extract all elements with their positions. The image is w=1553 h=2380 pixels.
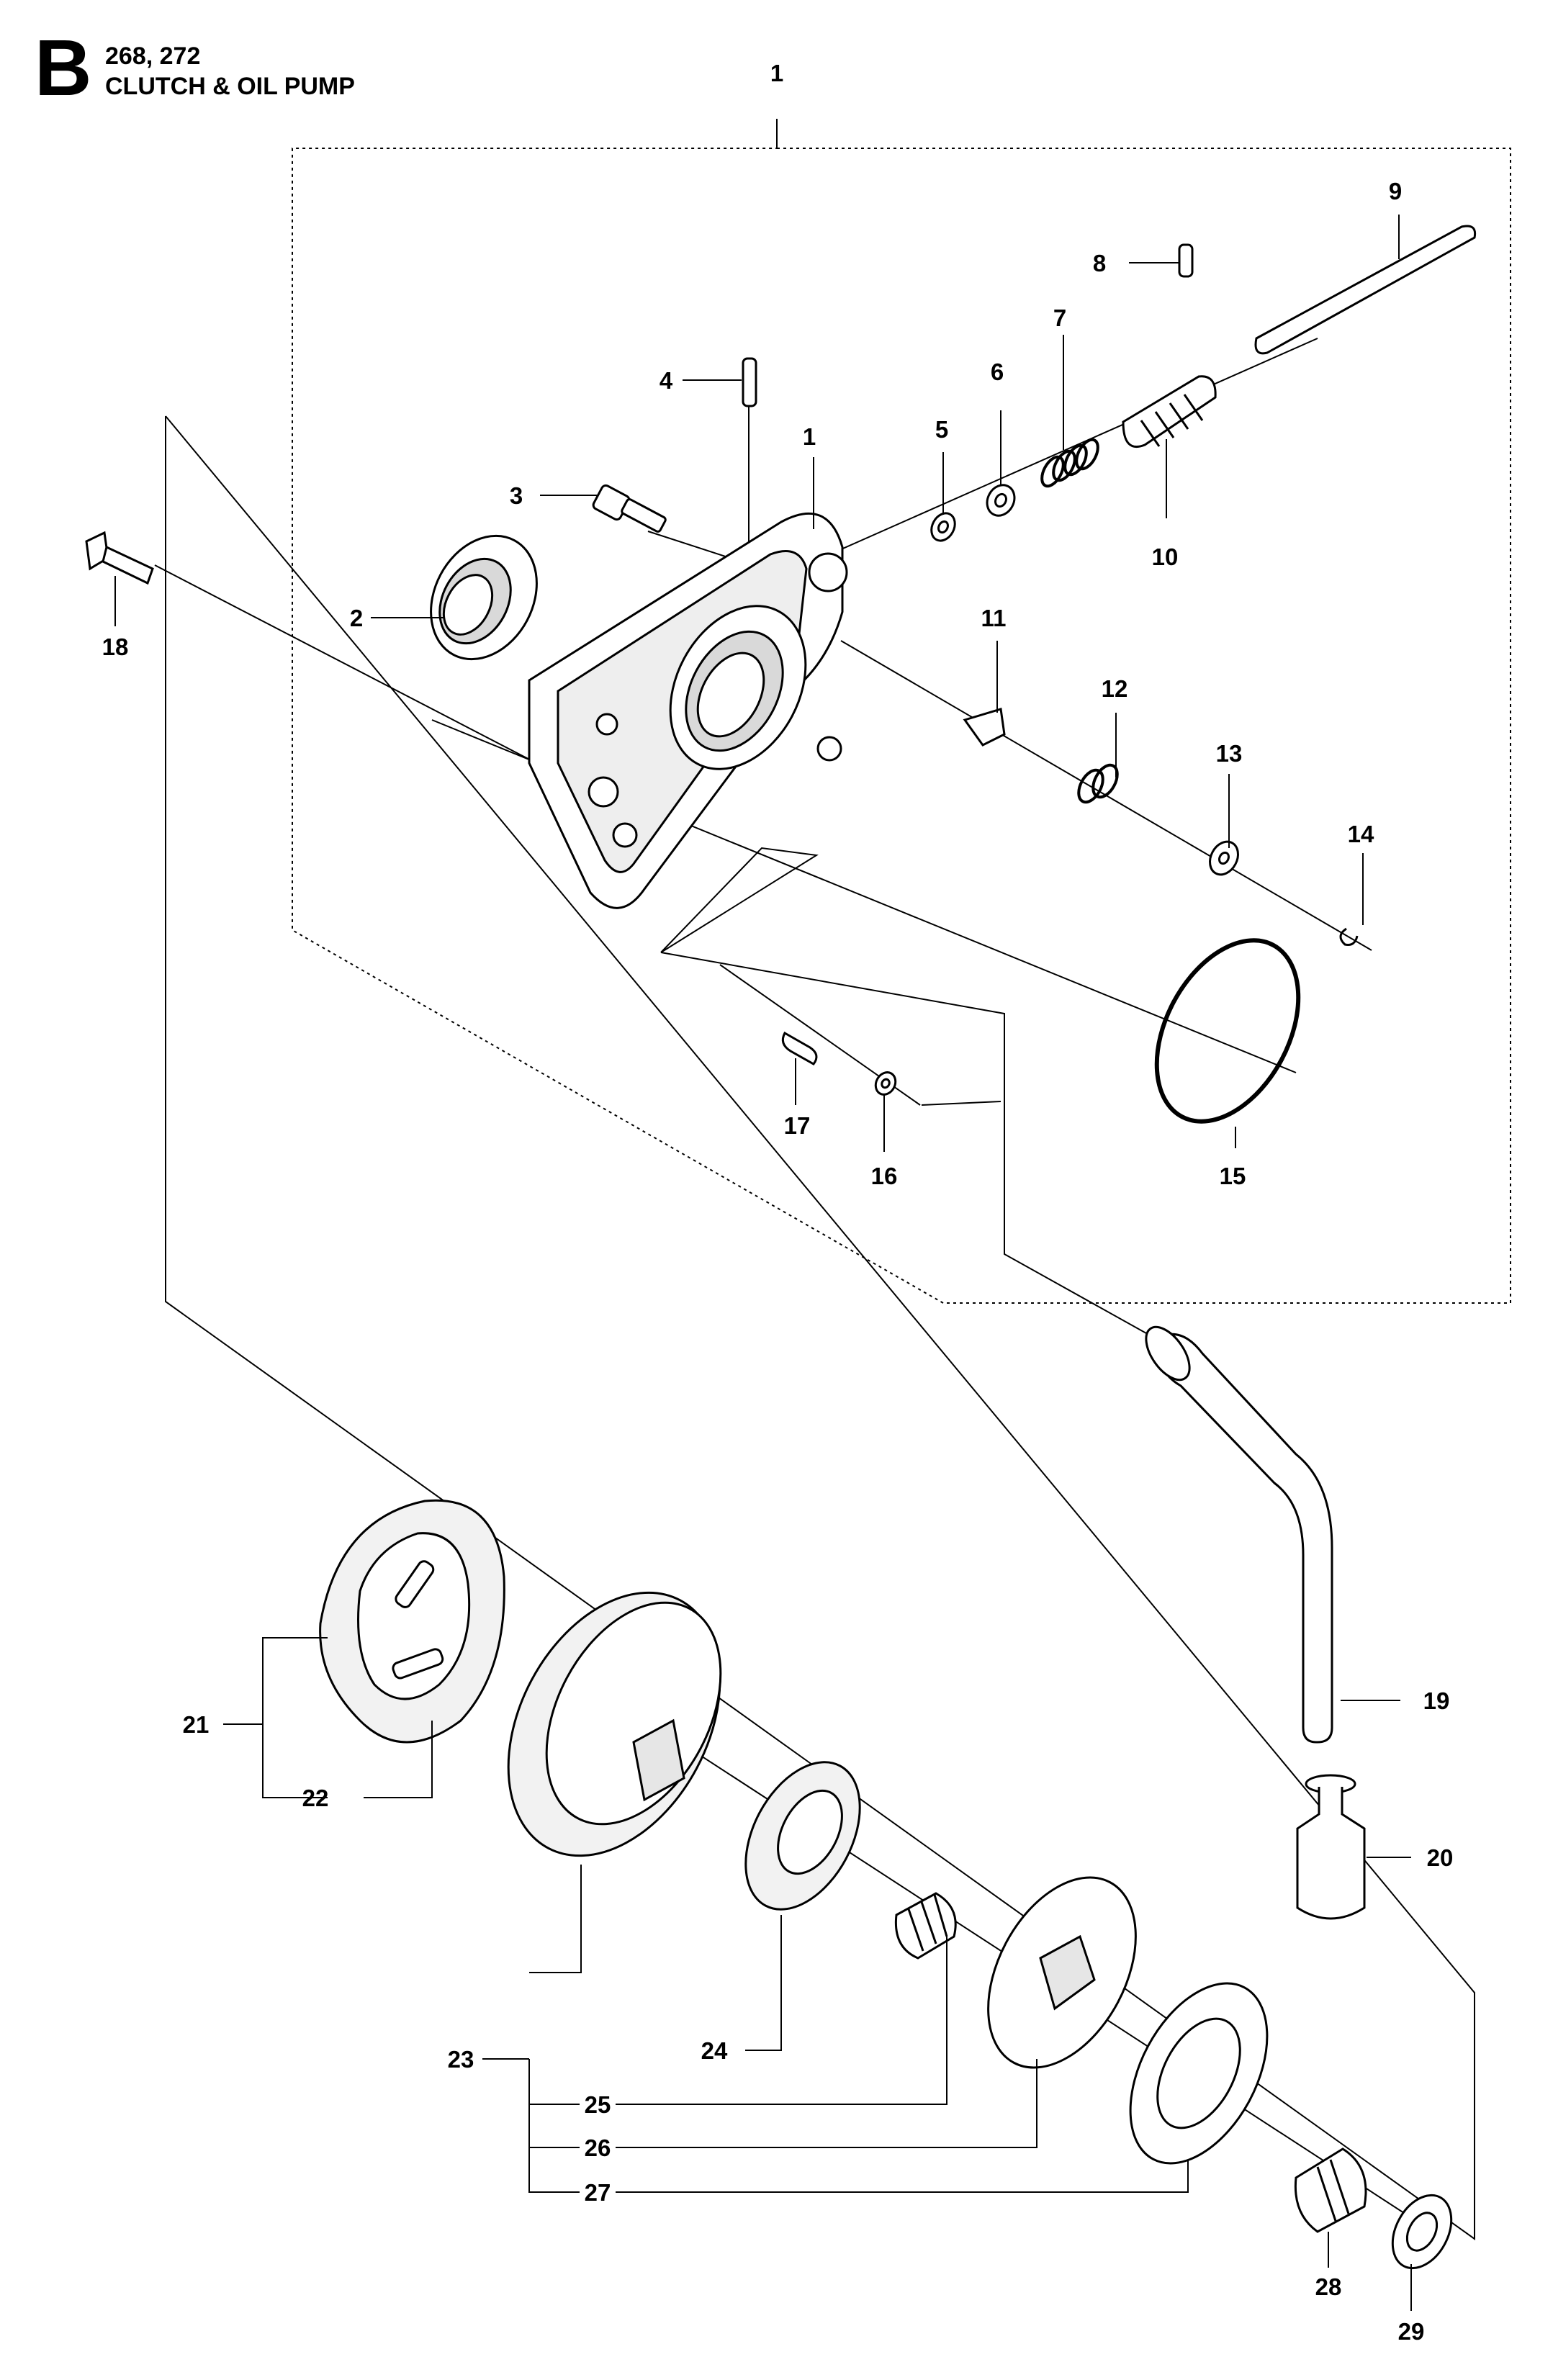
part-26-washer-plate [987, 1876, 1137, 2069]
part-17-sleeve [781, 1031, 818, 1065]
part-18-bolt [85, 531, 154, 585]
part-6-washer [986, 484, 1016, 517]
reference-frame [165, 415, 1475, 2240]
callout-23: 23 [448, 2046, 474, 2073]
part-27-spacer-disc [1129, 1982, 1269, 2165]
section-letter: B [35, 24, 92, 112]
part-24-rim-sprocket [744, 1761, 861, 1911]
callout-20: 20 [1427, 1844, 1454, 1871]
callout-4: 4 [660, 367, 673, 394]
callout-14: 14 [1348, 821, 1374, 847]
part-28-worm-gear [1294, 2147, 1367, 2233]
part-19-oil-hose [1145, 1325, 1333, 1744]
callout-13: 13 [1216, 740, 1243, 767]
part-25-needle-bearing [894, 1892, 957, 1960]
part-9-shaft [1254, 225, 1477, 355]
part-20-strainer [1296, 1774, 1366, 1920]
callout-7: 7 [1053, 305, 1066, 331]
leader-lines [114, 215, 1412, 2311]
callout-24: 24 [701, 2037, 728, 2064]
callout-21: 21 [183, 1711, 210, 1738]
callout-17: 17 [784, 1112, 811, 1139]
part-8-pin [1178, 243, 1194, 278]
callout-2: 2 [350, 605, 363, 631]
callout-12: 12 [1102, 675, 1128, 702]
part-5-washer [930, 512, 956, 542]
callout-3: 3 [510, 482, 523, 509]
assembly-1-boundary [292, 148, 1511, 1304]
callout-6: 6 [991, 359, 1004, 385]
callout-8: 8 [1093, 250, 1106, 276]
callout-1-top: 1 [770, 60, 783, 86]
part-15-o-ring [1154, 938, 1301, 1124]
part-29-washer [1391, 2194, 1453, 2270]
callout-25: 25 [585, 2091, 611, 2118]
model-numbers: 268, 272 [105, 42, 201, 70]
callout-15: 15 [1220, 1163, 1246, 1189]
diagram-title: CLUTCH & OIL PUMP [105, 73, 355, 100]
callout-27: 27 [585, 2179, 611, 2206]
callout-19: 19 [1423, 1687, 1450, 1714]
part-12-spring-clip [1077, 763, 1119, 804]
part-21-clutch [319, 1499, 505, 1744]
part-14-circlip [1339, 927, 1359, 946]
callout-18: 18 [102, 634, 129, 660]
oil-line-frame [660, 847, 1160, 1341]
part-3-screw [592, 484, 667, 533]
callout-26: 26 [585, 2135, 611, 2161]
callout-11: 11 [981, 605, 1007, 631]
part-16-washer [874, 1071, 897, 1096]
part-2-seal [430, 534, 538, 661]
callout-10: 10 [1152, 544, 1179, 570]
callout-9: 9 [1389, 178, 1402, 204]
callout-5: 5 [935, 416, 948, 443]
callout-labels: 1 1 2 3 4 5 6 7 8 9 10 11 12 13 14 15 16… [102, 60, 1454, 2345]
part-4-pin [742, 357, 757, 407]
callout-29: 29 [1398, 2318, 1425, 2345]
part-1-housing [528, 512, 848, 909]
callout-28: 28 [1315, 2273, 1342, 2300]
part-10-pump-piston [1122, 375, 1217, 448]
callout-22: 22 [302, 1785, 329, 1811]
part-11-cam [963, 708, 1006, 747]
part-7-spring [1040, 438, 1099, 488]
part-23-clutch-drum [507, 1591, 722, 1857]
part-13-washer [1209, 840, 1239, 876]
callout-16: 16 [871, 1163, 898, 1189]
callout-1-housing: 1 [803, 423, 816, 450]
